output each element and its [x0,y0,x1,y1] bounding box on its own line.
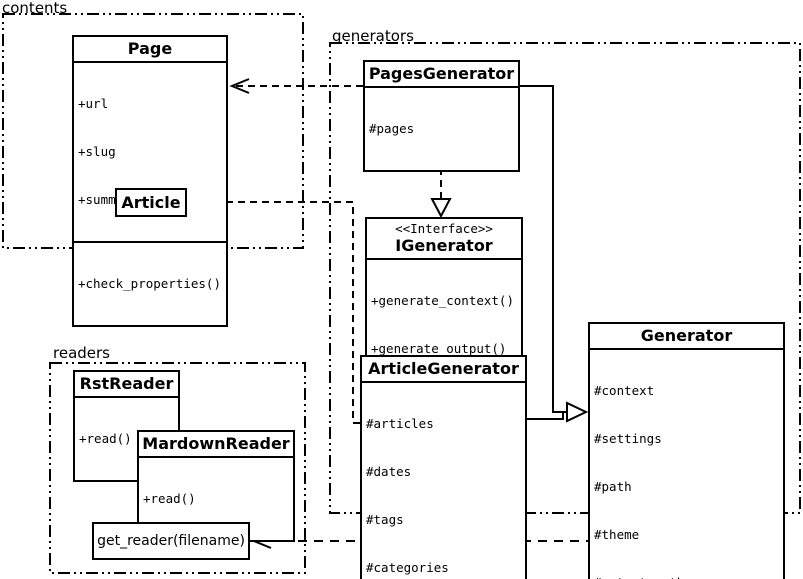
interface-stereotype: <<Interface>> [395,221,493,236]
package-label-contents: contents [2,0,68,17]
class-articlegenerator: ArticleGenerator #articles #dates #tags … [360,355,527,579]
interface-igenerator-title: IGenerator [395,236,493,255]
attribute: #pages [369,121,415,136]
method: +read() [79,431,132,446]
package-border-generators [329,42,801,514]
package-label-generators: generators [332,27,414,45]
method: +generate_output() [371,341,507,356]
attribute: #output_path [594,575,779,579]
attribute: #articles [366,416,434,431]
method: +check_properties() [78,276,221,291]
interface-igenerator-methods: +generate_context() +generate_output() [367,258,521,390]
attribute: #theme [594,527,640,542]
class-article-title: Article [121,193,181,212]
class-generator: Generator #context #settings #path #them… [588,322,785,579]
class-articlegenerator-attributes: #articles #dates #tags #categories [362,381,525,579]
class-mardownreader-title: MardownReader [142,434,290,453]
class-article: Article [115,188,187,217]
class-generator-attributes: #context #settings #path #theme #output_… [590,348,783,579]
class-rstreader-methods: +read() [75,396,178,480]
class-mardownreader-methods: +read() [139,456,293,540]
class-articlegenerator-title: ArticleGenerator [368,359,519,378]
class-page-title: Page [127,39,173,58]
method: +read() [143,491,196,506]
function-get-reader: get_reader(filename) [92,522,250,560]
package-label-readers: readers [53,344,110,362]
class-page: Page +url +slug +summary +check_properti… [72,35,228,327]
attribute: +url [78,96,109,111]
method: +generate_context() [371,293,514,308]
attribute: +slug [78,144,116,159]
edge-pagesgenerator-to-generator [520,85,566,413]
class-pagesgenerator-title: PagesGenerator [368,64,515,83]
package-border-readers [49,362,306,574]
attribute: #context [594,383,655,398]
attribute: #path [594,479,632,494]
attribute: #tags [366,512,404,527]
function-get-reader-label: get_reader(filename) [97,533,245,549]
open-arrowhead-page [229,78,250,94]
edge-articlegenerator-to-generator [527,412,564,420]
realization-triangle-igenerator [430,198,452,219]
inheritance-triangle-generator [566,401,589,423]
attribute: #categories [366,560,449,575]
edge-articlegenerator-to-article [192,201,360,424]
class-pagesgenerator-attributes: #pages [365,86,518,170]
class-generator-title: Generator [640,326,733,345]
class-page-methods: +check_properties() [74,241,226,325]
class-rstreader-title: RstReader [79,374,174,393]
attribute: #dates [366,464,412,479]
class-pagesgenerator: PagesGenerator #pages [363,60,520,172]
attribute: #settings [594,431,662,446]
